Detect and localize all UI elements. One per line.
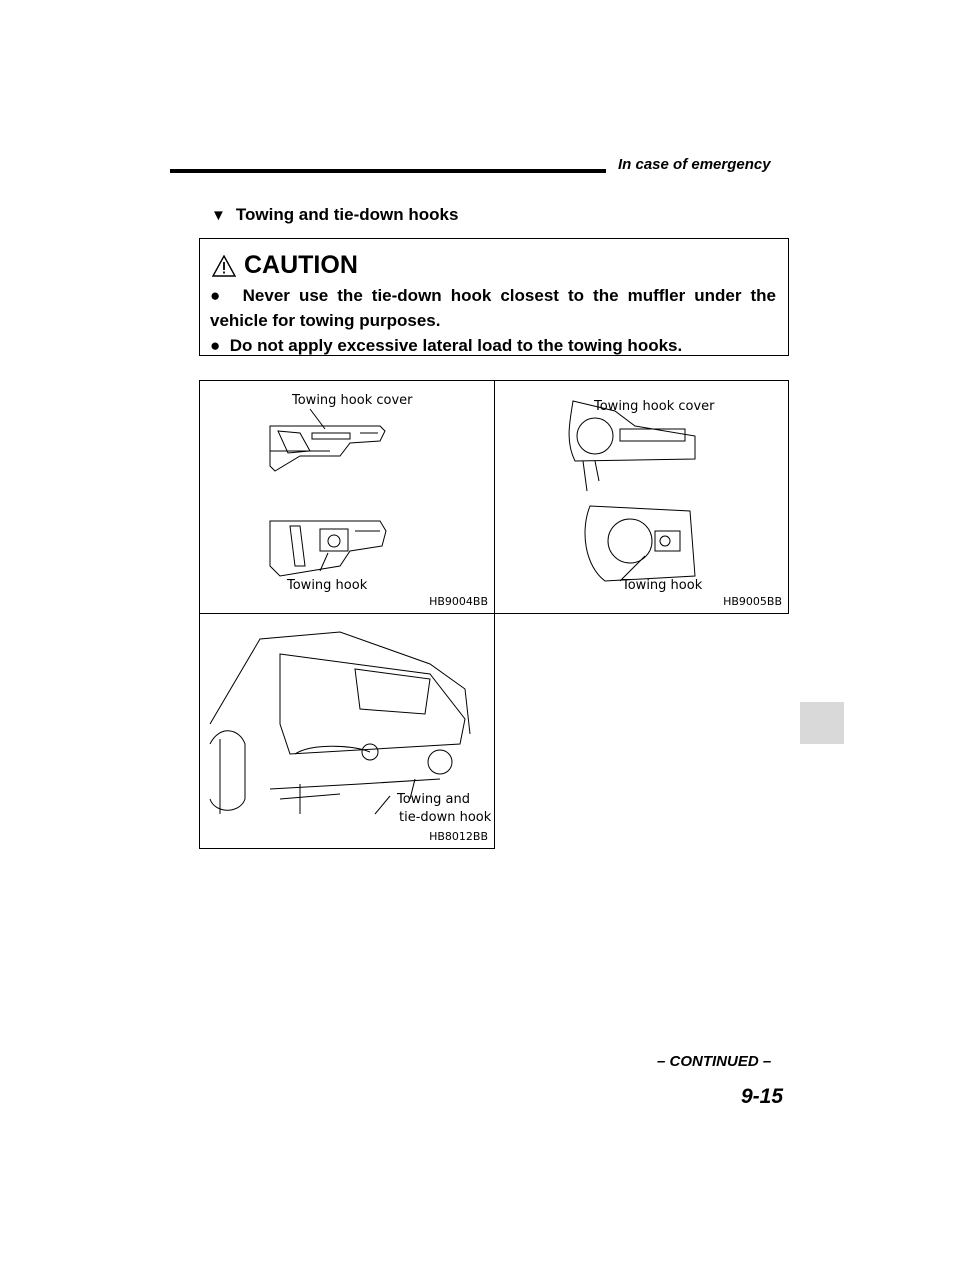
front-bumper-illustration bbox=[568, 400, 696, 582]
caution-list: ● Never use the tie-down hook closest to… bbox=[210, 283, 776, 358]
callout-towing-tiedown-hook: Towing and bbox=[397, 792, 471, 807]
warning-triangle-icon bbox=[212, 254, 236, 277]
callout-towing-hook-cover: Towing hook cover bbox=[292, 393, 413, 408]
caution-title: CAUTION bbox=[244, 251, 358, 279]
figure-front-hook-1: Towing hook cover Towing hook HB9004BB bbox=[199, 380, 495, 614]
callout-towing-hook: Towing hook bbox=[622, 578, 703, 593]
page-number: 9-15 bbox=[741, 1085, 784, 1108]
section-title: Towing and tie-down hooks bbox=[235, 205, 459, 224]
front-bumper-illustration bbox=[269, 408, 387, 577]
caution-item: ● Never use the tie-down hook closest to… bbox=[210, 286, 776, 330]
callout-towing-hook: Towing hook bbox=[287, 578, 368, 593]
rear-underbody-illustration bbox=[209, 631, 471, 815]
figure-code: HB9004BB bbox=[429, 595, 488, 608]
section-heading: ▼ Towing and tie-down hooks bbox=[211, 205, 458, 225]
figure-front-hook-2: Towing hook cover Towing hook HB9005BB bbox=[494, 380, 789, 614]
caution-item: ● Do not apply excessive lateral load to… bbox=[210, 336, 683, 355]
continued-note: – CONTINUED – bbox=[657, 1053, 772, 1070]
figure-code: HB8012BB bbox=[429, 830, 488, 843]
bullet-icon: ● bbox=[210, 336, 221, 355]
caution-header: CAUTION bbox=[212, 251, 358, 280]
callout-towing-tiedown-hook: tie-down hook bbox=[399, 810, 492, 825]
callout-towing-hook-cover: Towing hook cover bbox=[594, 399, 715, 414]
running-header: In case of emergency bbox=[618, 156, 771, 173]
section-marker-icon: ▼ bbox=[211, 206, 226, 224]
header-rule bbox=[170, 169, 606, 173]
figure-rear-tiedown-hook: Towing and tie-down hook HB8012BB bbox=[199, 613, 495, 849]
chapter-tab bbox=[800, 702, 844, 744]
bullet-icon: ● bbox=[210, 286, 225, 305]
figure-code: HB9005BB bbox=[723, 595, 782, 608]
caution-box: CAUTION ● Never use the tie-down hook cl… bbox=[199, 238, 789, 356]
